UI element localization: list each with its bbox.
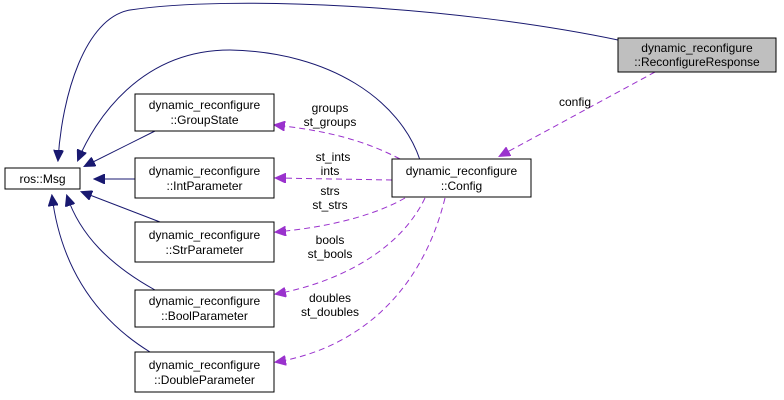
usage-edges: [275, 71, 656, 362]
edge-groupstate-to-msg: [85, 130, 156, 166]
edge-config-to-msg: [78, 49, 421, 160]
node-reconfigure-response-line2: ::ReconfigureResponse: [634, 55, 760, 69]
edge-doubleparameter-to-msg: [52, 196, 151, 353]
inheritance-edges: [52, 2, 619, 353]
edge-label-st-doubles: st_doubles: [301, 305, 359, 319]
node-bool-parameter[interactable]: dynamic_reconfigure ::BoolParameter: [134, 289, 275, 328]
node-bool-parameter-line1: dynamic_reconfigure: [149, 294, 261, 308]
edge-boolparameter-to-msg: [67, 196, 156, 291]
node-int-parameter[interactable]: dynamic_reconfigure ::IntParameter: [134, 157, 275, 199]
edge-label-ints: ints: [321, 164, 340, 178]
edge-boolparameter-to-config: [276, 197, 426, 294]
node-str-parameter[interactable]: dynamic_reconfigure ::StrParameter: [134, 221, 275, 263]
edge-label-config: config: [559, 95, 591, 109]
edge-labels: config groups st_groups st_ints ints str…: [301, 95, 591, 319]
edge-label-st-bools: st_bools: [308, 247, 353, 261]
node-reconfigure-response-line1: dynamic_reconfigure: [641, 41, 753, 55]
node-group-state-line1: dynamic_reconfigure: [149, 98, 261, 112]
edge-groupstate-to-config: [275, 125, 401, 160]
node-double-parameter-line1: dynamic_reconfigure: [149, 358, 261, 372]
edge-strparameter-to-config: [276, 197, 406, 232]
node-int-parameter-line2: ::IntParameter: [166, 179, 242, 193]
node-str-parameter-line1: dynamic_reconfigure: [149, 228, 261, 242]
edge-label-st-ints: st_ints: [316, 150, 351, 164]
node-int-parameter-line1: dynamic_reconfigure: [149, 164, 261, 178]
node-double-parameter[interactable]: dynamic_reconfigure ::DoubleParameter: [134, 351, 275, 393]
edge-label-bools: bools: [316, 233, 345, 247]
edge-label-doubles: doubles: [309, 291, 351, 305]
node-group-state-line2: ::GroupState: [170, 113, 238, 127]
node-str-parameter-line2: ::StrParameter: [165, 243, 243, 257]
node-bool-parameter-line2: ::BoolParameter: [161, 309, 248, 323]
node-reconfigure-response[interactable]: dynamic_reconfigure ::ReconfigureRespons…: [617, 37, 777, 73]
edge-strparameter-to-msg: [82, 192, 161, 223]
edge-reconfigureresponse-to-msg: [58, 2, 619, 160]
node-double-parameter-line2: ::DoubleParameter: [154, 373, 255, 387]
node-config-line1: dynamic_reconfigure: [406, 164, 518, 178]
edge-label-groups: groups: [312, 101, 349, 115]
node-ros-msg[interactable]: ros::Msg: [4, 167, 81, 190]
edge-intparameter-to-config: [276, 178, 393, 180]
node-config[interactable]: dynamic_reconfigure ::Config: [391, 158, 532, 198]
edge-label-st-strs: st_strs: [312, 198, 347, 212]
edge-config-to-reconfigureresponse: [500, 71, 656, 156]
edge-label-st-groups: st_groups: [304, 115, 357, 129]
edge-label-strs: strs: [320, 184, 339, 198]
node-config-line2: ::Config: [441, 179, 482, 193]
node-group-state[interactable]: dynamic_reconfigure ::GroupState: [134, 93, 275, 132]
edge-doubleparameter-to-config: [276, 197, 446, 362]
node-ros-msg-label: ros::Msg: [19, 172, 65, 186]
